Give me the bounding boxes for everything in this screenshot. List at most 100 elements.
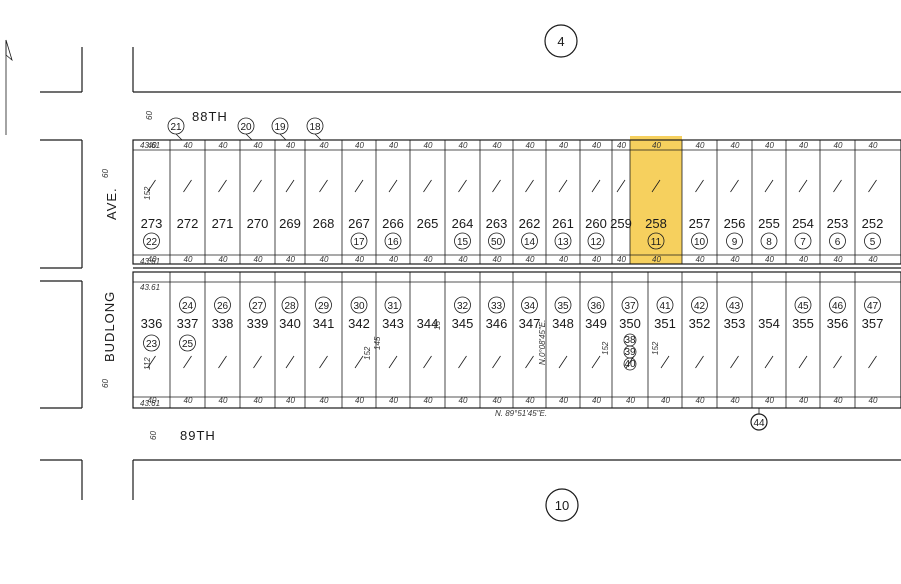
parcel-number: 22	[146, 237, 158, 248]
svg-text:40: 40	[148, 255, 157, 264]
lot-number[interactable]: 340	[279, 316, 301, 331]
svg-text:40: 40	[355, 255, 364, 264]
lot-number[interactable]: 252	[862, 216, 884, 231]
lot-number[interactable]: 268	[313, 216, 335, 231]
parcel-circle	[179, 334, 196, 352]
svg-text:40: 40	[355, 396, 364, 405]
parcel-number: 11	[651, 237, 662, 248]
svg-text:40: 40	[493, 396, 502, 405]
svg-text:40: 40	[424, 255, 433, 264]
svg-text:60: 60	[101, 169, 110, 178]
block-10-marker: 10	[545, 488, 579, 522]
lot-number[interactable]: 262	[519, 216, 541, 231]
lot-number[interactable]: 355	[792, 316, 814, 331]
parcel-circle	[794, 232, 812, 250]
svg-text:40: 40	[389, 141, 398, 150]
lot-number[interactable]: 261	[552, 216, 574, 231]
lot-number[interactable]: 263	[486, 216, 508, 231]
block-bottom-outline	[132, 271, 901, 409]
parcel-circle	[864, 232, 881, 250]
svg-text:40: 40	[765, 255, 774, 264]
svg-text:60: 60	[145, 111, 154, 120]
parcel-number: 33	[491, 301, 503, 312]
highlighted-parcel[interactable]	[630, 136, 682, 264]
lot-number[interactable]: 255	[758, 216, 780, 231]
lot-number[interactable]: 253	[827, 216, 849, 231]
parcel-circle	[587, 232, 605, 250]
svg-text:40: 40	[617, 255, 626, 264]
lot-number[interactable]: 266	[382, 216, 404, 231]
parcel-number: 38	[624, 335, 636, 346]
lot-number[interactable]: 254	[792, 216, 814, 231]
parcel-number: 42	[694, 301, 706, 312]
ave-label: AVE.	[104, 187, 119, 220]
lot-number[interactable]: 341	[313, 316, 335, 331]
lot-number[interactable]: 273	[141, 216, 163, 231]
lot-number[interactable]: 272	[177, 216, 199, 231]
svg-text:40: 40	[286, 255, 295, 264]
svg-text:40: 40	[424, 141, 433, 150]
lot-number[interactable]: 339	[247, 316, 269, 331]
lot-number[interactable]: 353	[724, 316, 746, 331]
parcel-number: 25	[182, 339, 194, 350]
svg-text:44: 44	[753, 418, 765, 429]
parcel-circle	[691, 296, 708, 314]
parcel-circle	[454, 232, 471, 250]
lot-number[interactable]: 259	[610, 216, 632, 231]
lot-number[interactable]: 267	[348, 216, 370, 231]
lot-number[interactable]: 354	[758, 316, 780, 331]
lot-number[interactable]: 356	[827, 316, 849, 331]
lot-number[interactable]: 348	[552, 316, 574, 331]
lot-number[interactable]: 350	[619, 316, 641, 331]
lot-number[interactable]: 269	[279, 216, 301, 231]
lot-number[interactable]: 260	[585, 216, 607, 231]
lot-number[interactable]: 346	[486, 316, 508, 331]
lot-number[interactable]: 347	[519, 316, 541, 331]
lot-number[interactable]: 357	[862, 316, 884, 331]
lot-number[interactable]: 337	[177, 316, 199, 331]
svg-text:40: 40	[559, 396, 568, 405]
lot-number[interactable]: 264	[452, 216, 474, 231]
parcel-number: 20	[240, 122, 252, 133]
bottom-lots: 3362340337254033840339403404034140342403…	[141, 272, 884, 408]
parcel-number: 31	[387, 301, 399, 312]
lot-number[interactable]: 345	[452, 316, 474, 331]
lot-number[interactable]: 344	[417, 316, 439, 331]
parcel-number: 43	[729, 301, 741, 312]
svg-text:152: 152	[363, 346, 372, 360]
lot-number[interactable]: 336	[141, 316, 163, 331]
lot-number[interactable]: 257	[689, 216, 711, 231]
street-88th-label: 88TH	[192, 109, 228, 124]
parcel-circle	[623, 357, 637, 371]
lot-number[interactable]: 349	[585, 316, 607, 331]
lot-number[interactable]: 265	[417, 216, 439, 231]
svg-text:40: 40	[526, 141, 535, 150]
parcel-number: 6	[835, 237, 841, 248]
svg-text:43.61: 43.61	[140, 399, 160, 408]
parcel-circle	[214, 296, 231, 314]
svg-text:40: 40	[526, 255, 535, 264]
parcel-number: 30	[353, 301, 365, 312]
svg-text:40: 40	[592, 255, 601, 264]
lot-number[interactable]: 343	[382, 316, 404, 331]
svg-text:40: 40	[869, 255, 878, 264]
svg-text:40: 40	[254, 141, 263, 150]
svg-text:40: 40	[219, 396, 228, 405]
lot-number[interactable]: 352	[689, 316, 711, 331]
lot-number[interactable]: 342	[348, 316, 370, 331]
lot-number[interactable]: 270	[247, 216, 269, 231]
parcel-circle	[454, 296, 471, 314]
parcel-circle	[829, 232, 846, 250]
lot-number[interactable]: 256	[724, 216, 746, 231]
parcel-number: 36	[590, 301, 602, 312]
lot-number[interactable]: 351	[654, 316, 676, 331]
svg-text:40: 40	[559, 255, 568, 264]
lot-number[interactable]: 338	[212, 316, 234, 331]
lot-number[interactable]: 258	[645, 216, 667, 231]
lot-number[interactable]: 271	[212, 216, 234, 231]
svg-text:40: 40	[389, 396, 398, 405]
svg-text:40: 40	[424, 396, 433, 405]
svg-text:40: 40	[320, 255, 329, 264]
svg-text:152: 152	[143, 186, 152, 200]
parcel-circle	[384, 232, 402, 250]
